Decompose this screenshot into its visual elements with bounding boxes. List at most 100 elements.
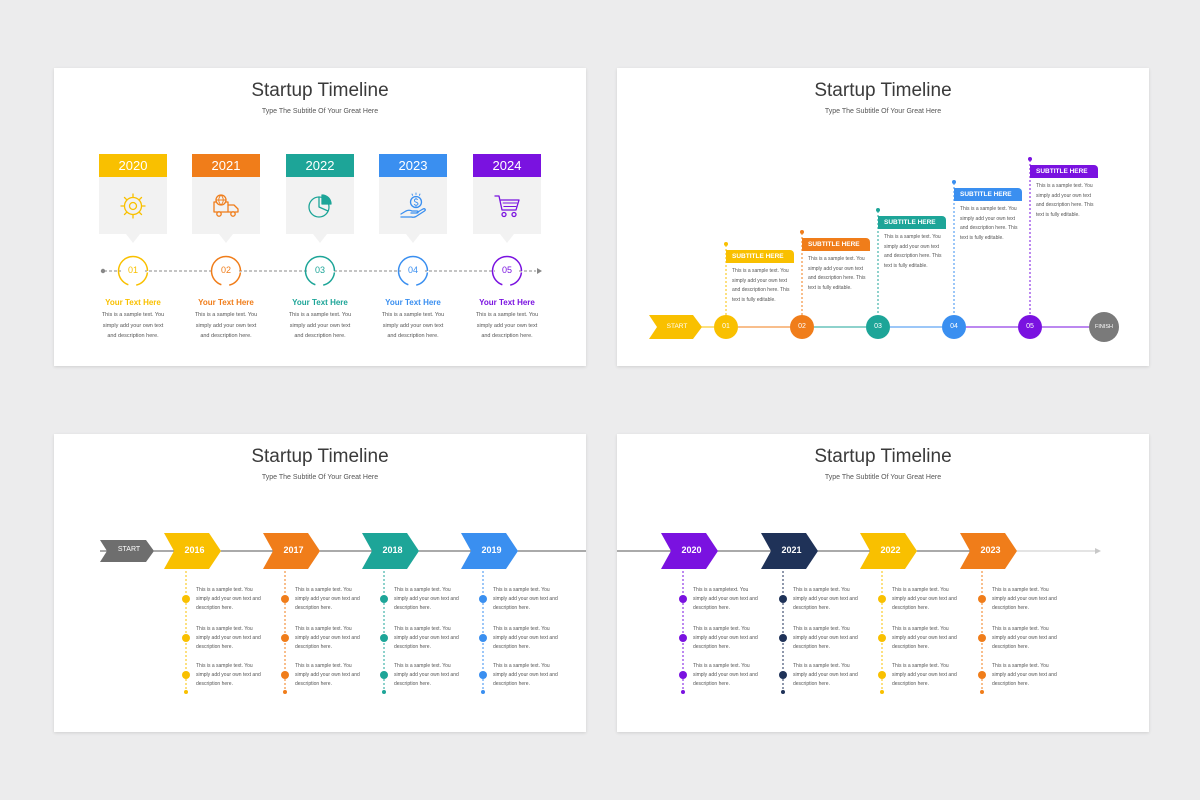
slide-title: Startup Timeline xyxy=(814,80,952,101)
year-chevron xyxy=(362,533,419,569)
connector-end-dot xyxy=(283,690,287,694)
step-node xyxy=(866,315,890,339)
connector-dot xyxy=(876,208,880,212)
start-arrow xyxy=(100,540,154,562)
description-line: description here. xyxy=(693,644,730,651)
description-line: simply add your own text xyxy=(808,265,864,272)
entry-dot xyxy=(779,671,787,679)
node-arc-bottom xyxy=(117,270,149,287)
timeline-graphic xyxy=(617,533,1101,694)
node-arc-bottom xyxy=(397,270,429,287)
description-line: This is a sample text. You xyxy=(493,626,550,632)
node-bg xyxy=(495,259,519,283)
description-line: This is a sample text. You xyxy=(493,587,550,593)
description-line: and description here. This xyxy=(732,287,790,293)
slide-subtitle: Type The Subtitle Of Your Great Here xyxy=(261,108,379,115)
globe-lines xyxy=(215,194,227,206)
description-line: This is a sample text. You xyxy=(892,663,949,669)
axis-start-dot xyxy=(100,268,106,274)
step-node xyxy=(790,315,814,339)
entry-dot xyxy=(878,671,886,679)
truck-cab xyxy=(227,204,239,213)
description-line: description here. xyxy=(196,605,233,612)
connector-end-dot xyxy=(681,690,685,694)
description-line: simply add your own text and xyxy=(196,635,261,642)
step-number: 04 xyxy=(407,265,418,275)
cart-wheel xyxy=(511,211,517,218)
description-line: and description here. This xyxy=(960,225,1018,231)
entry-dot xyxy=(182,595,190,603)
step-number: 05 xyxy=(1026,323,1034,330)
node-bg xyxy=(214,259,238,283)
item-heading: Your Text Here xyxy=(292,298,348,307)
truck-wheel xyxy=(216,211,222,217)
step-number: 01 xyxy=(722,323,730,330)
item-heading: Your Text Here xyxy=(105,298,161,307)
start-label: START xyxy=(117,546,141,553)
description-line: simply add your own text and xyxy=(493,596,558,603)
description-line: simply add your own text and xyxy=(793,635,858,642)
coin xyxy=(409,195,423,209)
cart-basket xyxy=(494,195,520,211)
gear-icon xyxy=(120,193,146,219)
description-line: and description here. xyxy=(481,333,533,339)
description-line: This is a sample text. You xyxy=(1036,183,1093,189)
node-arc-bottom xyxy=(304,270,336,287)
entry-dot xyxy=(281,671,289,679)
year-label: 2022 xyxy=(286,154,354,177)
year-label: 2023 xyxy=(379,154,447,177)
entry-dot xyxy=(779,595,787,603)
step-number: 02 xyxy=(798,323,806,330)
description-line: This is a sample text. You xyxy=(196,587,253,593)
step-number: 03 xyxy=(874,323,882,330)
node-bg xyxy=(401,259,425,283)
description-line: simply add your own text and xyxy=(793,672,858,679)
description-line: simply add your own text and xyxy=(394,635,459,642)
year-label: 2022 xyxy=(880,545,901,555)
entry-dot xyxy=(779,634,787,642)
description-line: This is a sample text. You xyxy=(394,663,451,669)
cart-lines xyxy=(502,202,518,207)
slide-title: Startup Timeline xyxy=(814,446,952,467)
year-chevron xyxy=(263,533,320,569)
description-line: This is a sample text. You xyxy=(295,663,352,669)
description-line: description here. xyxy=(693,605,730,612)
description-line: This is a sample text. You xyxy=(196,626,253,632)
entry-dot xyxy=(479,634,487,642)
description-line: simply add your own text and xyxy=(196,596,261,603)
year-chevron xyxy=(761,533,818,569)
connector-dot xyxy=(952,180,956,184)
description-line: simply add your own text and xyxy=(892,672,957,679)
shopping-cart-icon xyxy=(494,195,520,218)
slide-subtitle: Type The Subtitle Of Your Great Here xyxy=(261,474,379,481)
description-line: description here. xyxy=(892,605,929,612)
description-line: This is a sample text. You xyxy=(288,312,352,318)
slide-2: Startup Timeline Type The Subtitle Of Yo… xyxy=(617,68,1149,366)
description-line: This is a sample text. You xyxy=(693,626,750,632)
description-line: and description here. This xyxy=(884,253,942,259)
cart-wheel xyxy=(501,211,507,218)
step-node xyxy=(1018,315,1042,339)
description-line: simply add your own text and xyxy=(992,635,1057,642)
year-label: 2021 xyxy=(781,545,802,555)
connector-end-dot xyxy=(481,690,485,694)
description-line: simply add your own text and xyxy=(992,672,1057,679)
gear-hub xyxy=(128,201,138,211)
slide-3: Startup Timeline Type The Subtitle Of Yo… xyxy=(54,434,586,732)
icon-card xyxy=(192,177,260,234)
delivery-truck-icon xyxy=(213,194,239,217)
description-line: This is a sample text. You xyxy=(892,626,949,632)
description-line: description here. xyxy=(793,681,830,688)
entry-dot xyxy=(878,634,886,642)
